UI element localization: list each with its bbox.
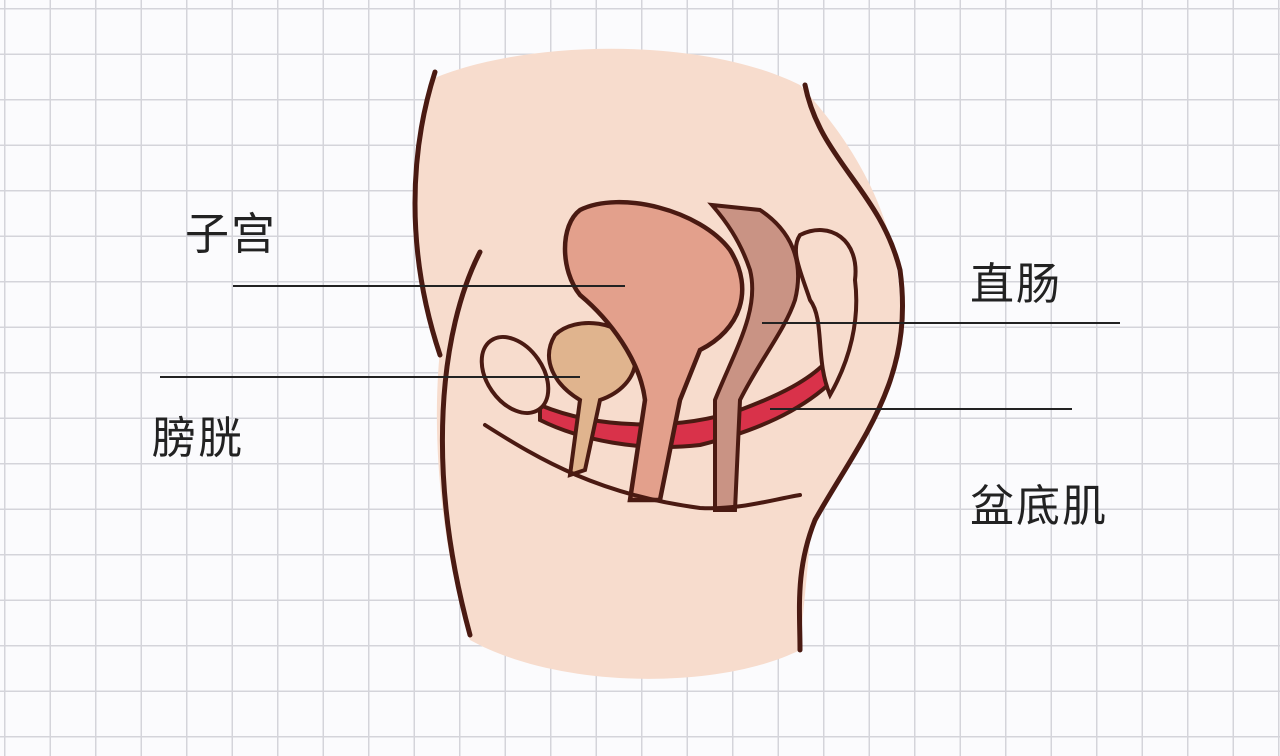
label-rectum: 直肠	[970, 259, 1062, 310]
bladder	[547, 321, 638, 478]
label-pelvic-floor: 盆底肌	[970, 481, 1108, 532]
perineum-outline	[483, 423, 802, 511]
body-outline-right	[796, 82, 906, 653]
label-uterus: 子宫	[185, 209, 277, 260]
pubic-bone	[479, 335, 551, 415]
label-bladder: 膀胱	[152, 413, 244, 464]
rectum	[707, 202, 801, 512]
uterus	[562, 199, 745, 503]
sacrum	[793, 228, 859, 400]
body-outline-left-upper	[412, 69, 443, 358]
